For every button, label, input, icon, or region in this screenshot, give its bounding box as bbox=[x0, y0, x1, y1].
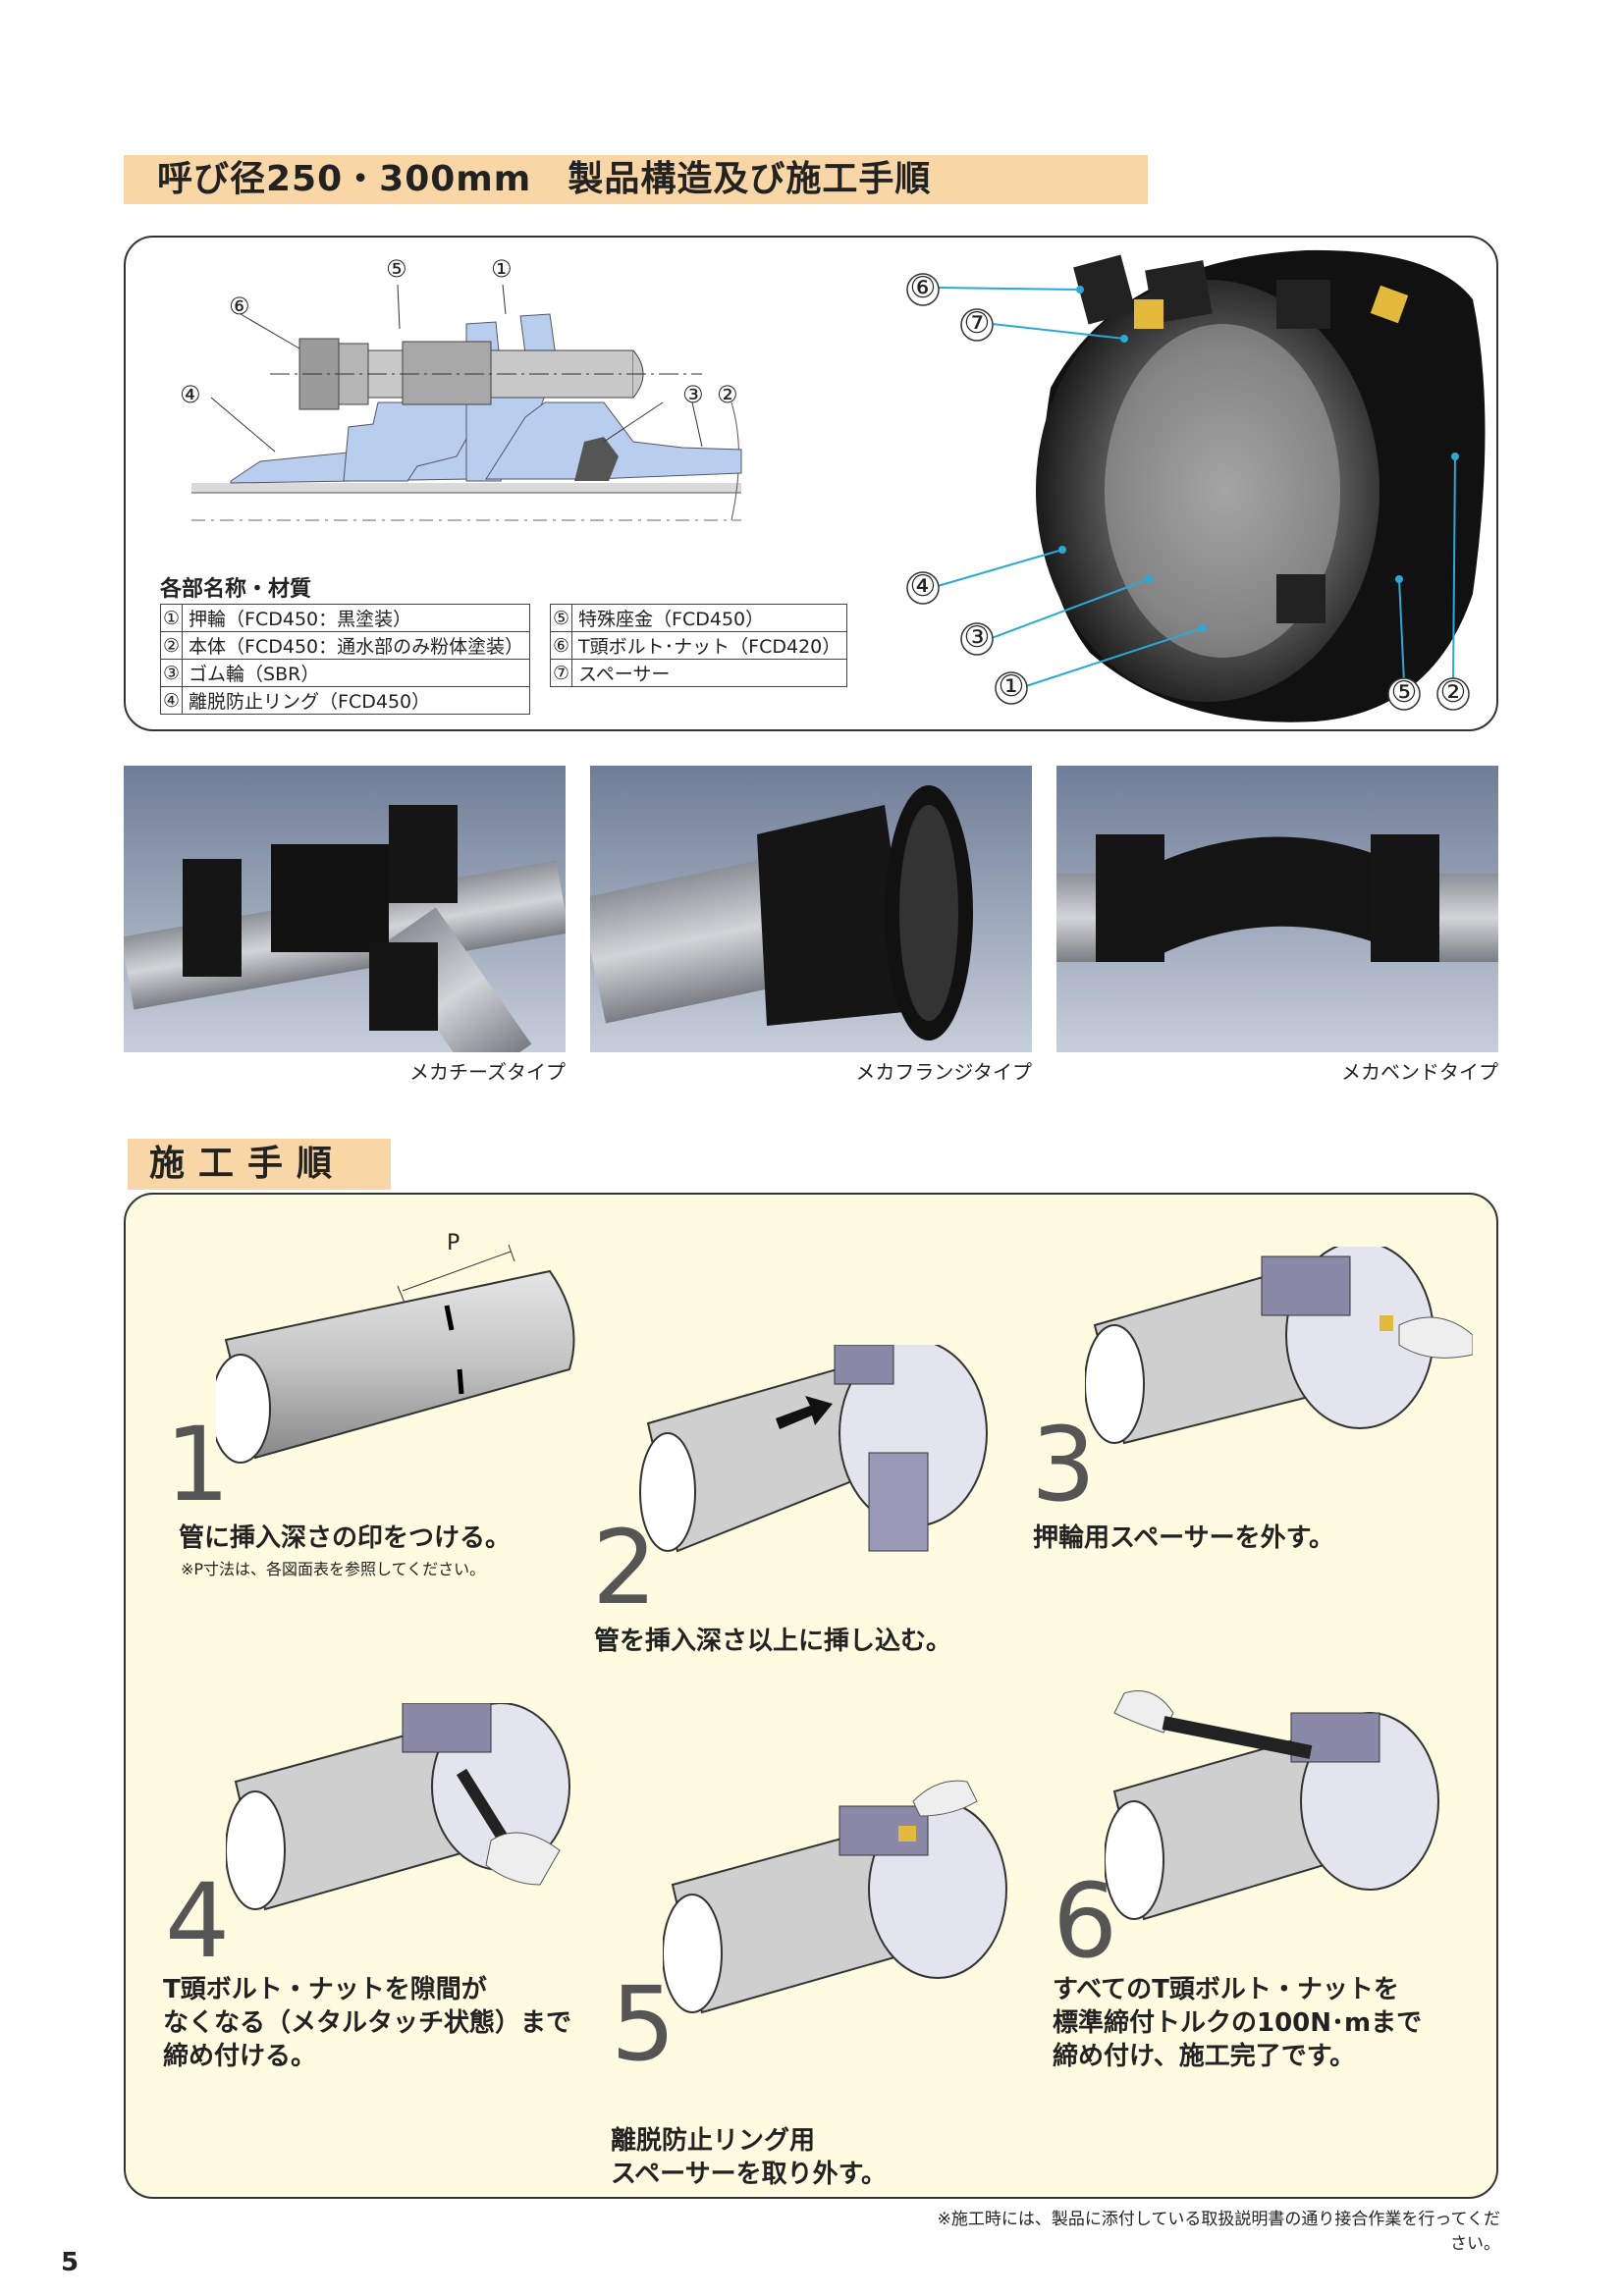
step6-text: すべてのT頭ボルト・ナットを標準締付トルクの100N･mまで締め付け、施工完了で… bbox=[1053, 1975, 1423, 2071]
step6-illustration bbox=[1105, 1690, 1439, 1921]
step2-number: 2 bbox=[592, 1508, 658, 1628]
step3-text: 押輪用スペーサーを外す。 bbox=[1033, 1523, 1335, 1553]
cross-section-diagram: ⑥ ⑤ ① ④ ③ ② bbox=[180, 255, 742, 521]
arrow-icon bbox=[776, 1396, 833, 1429]
product-photo: ⑥ ⑦ ④ ③ ① ⑤ ② bbox=[906, 249, 1486, 722]
section-title-structure: 呼び径250・300mm 製品構造及び施工手順 bbox=[124, 155, 1148, 204]
caption-bend-type: メカベンドタイプ bbox=[1341, 1060, 1498, 1084]
photo-tee-type bbox=[124, 766, 566, 1052]
callout-1: ① bbox=[491, 255, 513, 283]
step4-illustration bbox=[226, 1703, 570, 1911]
step4-number: 4 bbox=[165, 1861, 231, 1981]
rubber-gasket-part bbox=[574, 437, 619, 481]
caption-tee-type: メカチーズタイプ bbox=[409, 1060, 566, 1084]
photo-callout-7: ⑦ bbox=[964, 306, 991, 341]
photo-callout-6: ⑥ bbox=[910, 271, 937, 305]
step1-dim-label: P bbox=[447, 1232, 460, 1255]
photo-callout-2: ② bbox=[1440, 675, 1467, 710]
callout-6: ⑥ bbox=[229, 293, 250, 320]
parts-heading: 各部名称・材質 bbox=[160, 577, 312, 602]
photo-callout-5: ⑤ bbox=[1391, 675, 1418, 710]
caption-flange-type: メカフランジタイプ bbox=[855, 1060, 1032, 1084]
step1-illustration: P bbox=[216, 1232, 575, 1464]
step5-text: 離脱防止リング用スペーサーを取り外す。 bbox=[611, 2126, 888, 2189]
callout-5: ⑤ bbox=[386, 255, 407, 283]
photo-callout-3: ③ bbox=[964, 620, 991, 655]
page-number: 5 bbox=[61, 2248, 80, 2277]
step1-number: 1 bbox=[165, 1405, 231, 1524]
photo-callout-1: ① bbox=[999, 669, 1025, 704]
photo-bend-type bbox=[1056, 766, 1498, 1052]
spacer-part bbox=[1134, 299, 1163, 329]
photo-flange-type bbox=[590, 766, 1032, 1052]
step2-illustration bbox=[639, 1345, 988, 1553]
step2-text: 管を挿入深さ以上に挿し込む。 bbox=[594, 1627, 952, 1656]
section-title-procedure: 施工手順 bbox=[128, 1139, 391, 1190]
step3-number: 3 bbox=[1031, 1405, 1097, 1524]
step6-number: 6 bbox=[1053, 1861, 1118, 1981]
callout-3: ③ bbox=[682, 381, 704, 408]
callout-2: ② bbox=[717, 381, 738, 408]
step1-note: ※P寸法は、各図面表を参照してください。 bbox=[181, 1560, 486, 1578]
washer-part bbox=[402, 341, 492, 405]
footnote: ※施工時には、製品に添付している取扱説明書の通り接合作業を行ってください。 bbox=[937, 2210, 1500, 2254]
body-part bbox=[485, 401, 742, 480]
step5-number: 5 bbox=[611, 1964, 676, 2084]
step5-illustration bbox=[663, 1780, 1007, 2014]
step4-text: T頭ボルト・ナットを隙間がなくなる（メタルタッチ状態）まで締め付ける。 bbox=[163, 1975, 572, 2071]
step1-text: 管に挿入深さの印をつける。 bbox=[179, 1523, 512, 1553]
photo-callout-4: ④ bbox=[910, 569, 937, 604]
callout-4: ④ bbox=[180, 381, 201, 408]
step3-illustration bbox=[1085, 1247, 1473, 1445]
